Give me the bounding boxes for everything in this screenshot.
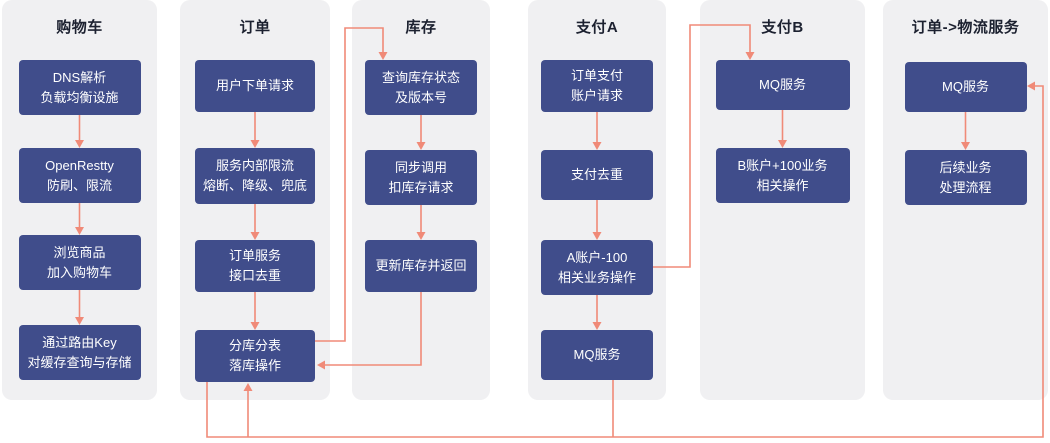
flow-box: B账户+100业务相关操作 bbox=[715, 148, 850, 203]
flow-box-line: 订单支付 bbox=[570, 68, 623, 83]
flow-box-line: A账户-100 bbox=[566, 249, 628, 265]
flow-box: 服务内部限流熔断、降级、兜底 bbox=[195, 148, 315, 204]
flow-box-line: 负载均衡设施 bbox=[40, 89, 119, 105]
flow-box: 分库分表落库操作 bbox=[195, 330, 315, 382]
flow-box-line: 分库分表 bbox=[228, 338, 281, 353]
lane-title: 支付B bbox=[761, 19, 804, 36]
flow-box-line: 熔断、降级、兜底 bbox=[202, 178, 307, 193]
flow-box-line: 查询库存状态 bbox=[381, 69, 460, 85]
flow-box: 订单服务接口去重 bbox=[195, 240, 315, 292]
flow-box: 通过路由Key 对缓存查询与存储 bbox=[18, 325, 141, 380]
flow-box-line: 浏览商品 bbox=[53, 244, 106, 260]
flow-box-line: 处理流程 bbox=[939, 179, 992, 195]
flow-box-line: 账户请求 bbox=[570, 88, 623, 103]
flow-box-line: 落库操作 bbox=[228, 358, 281, 373]
flow-box-line: MQ服务 bbox=[759, 77, 806, 92]
flow-box-line: 更新库存并返回 bbox=[375, 258, 467, 273]
flow-box-line: 扣库存请求 bbox=[388, 179, 454, 195]
flow-box: MQ服务 bbox=[715, 60, 850, 110]
lane-title: 库存 bbox=[405, 19, 437, 36]
flow-box-line: 同步调用 bbox=[394, 159, 447, 175]
lane-1: 订单用户下单请求服务内部限流熔断、降级、兜底订单服务接口去重分库分表落库操作 bbox=[180, 0, 330, 400]
flow-box: OpenRestty 防刷、限流 bbox=[18, 148, 141, 203]
flow-box: 订单支付账户请求 bbox=[541, 60, 653, 112]
lane-2: 库存查询库存状态及版本号同步调用扣库存请求更新库存并返回 bbox=[352, 0, 490, 400]
lane-3: 支付A 订单支付账户请求支付去重 A账户-100 相关业务操作 MQ服务 bbox=[528, 0, 666, 400]
flow-box: MQ服务 bbox=[904, 62, 1027, 112]
flow-box-line: MQ服务 bbox=[942, 79, 989, 94]
flow-box-line: 支付去重 bbox=[570, 167, 623, 182]
lane-title: 订单 bbox=[239, 19, 271, 36]
flow-box-line: 相关操作 bbox=[756, 177, 809, 193]
lane-title: 购物车 bbox=[56, 19, 103, 36]
flow-box-line: DNS解析 bbox=[52, 69, 107, 85]
flow-box: 用户下单请求 bbox=[195, 60, 315, 112]
flow-box: 支付去重 bbox=[541, 150, 653, 200]
flow-box-line: 对缓存查询与存储 bbox=[27, 354, 132, 370]
flow-box: A账户-100 相关业务操作 bbox=[541, 240, 653, 295]
flow-box-line: 订单服务 bbox=[228, 248, 281, 263]
flow-box-line: OpenRestty bbox=[45, 157, 114, 173]
flow-box: 更新库存并返回 bbox=[365, 240, 477, 292]
flow-box: 同步调用扣库存请求 bbox=[365, 150, 477, 205]
flow-box-line: 服务内部限流 bbox=[215, 158, 294, 173]
flow-box: DNS解析负载均衡设施 bbox=[18, 60, 141, 115]
lane-4: 支付B MQ服务 B账户+100业务相关操作 bbox=[700, 0, 865, 400]
flow-box: 浏览商品加入购物车 bbox=[18, 235, 141, 290]
flow-box-line: 相关业务操作 bbox=[557, 269, 636, 285]
lane-title: 支付A bbox=[575, 19, 619, 36]
lane-title: 订单->物流服务 bbox=[911, 19, 1020, 36]
flow-box-line: B账户+100业务 bbox=[737, 157, 828, 173]
flow-box-line: 通过路由Key bbox=[42, 334, 117, 350]
flow-box-line: 后续业务 bbox=[939, 159, 992, 175]
flow-box: MQ服务 bbox=[541, 330, 653, 380]
flow-box-line: MQ服务 bbox=[573, 347, 621, 362]
flow-box-line: 防刷、限流 bbox=[46, 177, 112, 193]
lane-5: 订单->物流服务 MQ服务后续业务处理流程 bbox=[883, 0, 1048, 400]
flow-box-line: 用户下单请求 bbox=[215, 78, 294, 93]
flow-box: 查询库存状态及版本号 bbox=[365, 60, 477, 115]
flow-box-line: 及版本号 bbox=[394, 89, 447, 105]
flow-box-line: 接口去重 bbox=[228, 268, 281, 283]
flow-box-line: 加入购物车 bbox=[46, 264, 112, 280]
lane-0: 购物车 DNS解析负载均衡设施 OpenRestty 防刷、限流浏览商品加入购物车通过… bbox=[2, 0, 157, 400]
flow-box: 后续业务处理流程 bbox=[904, 150, 1027, 205]
